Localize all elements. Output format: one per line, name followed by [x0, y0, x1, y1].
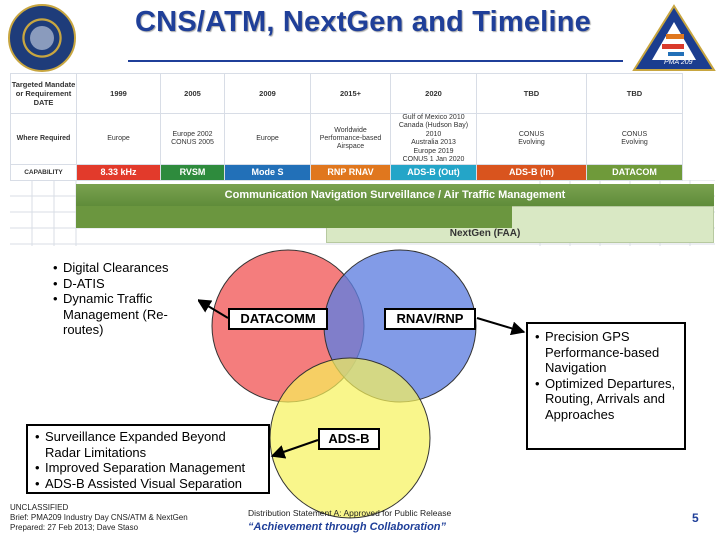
row-label-where: Where Required	[10, 112, 77, 166]
title-underline	[128, 60, 623, 62]
capability-cell: RVSM	[160, 164, 225, 182]
capability-cell: Mode S	[224, 164, 311, 182]
where-cell: CONUS Evolving	[476, 112, 587, 166]
capability-cell: RNP RNAV	[310, 164, 391, 182]
nextgen-label: NextGen (FAA)	[449, 228, 521, 239]
list-item: Dynamic Traffic Management (Re-routes)	[52, 291, 192, 338]
rnav-benefits-box: Precision GPS Performance-based Navigati…	[526, 322, 686, 450]
timeline-table: Targeted Mandate or Requirement DATE 199…	[10, 73, 683, 182]
capability-cell: ADS-B (In)	[476, 164, 587, 182]
adsb-label: ADS-B	[318, 428, 380, 450]
table-row: Where Required Europe Europe 2002 CONUS …	[10, 112, 683, 166]
pma209-triangle-logo	[632, 4, 716, 71]
footer-info: UNCLASSIFIED Brief: PMA209 Industry Day …	[10, 503, 188, 533]
date-cell: 1999	[76, 73, 161, 114]
venn-diagram	[211, 249, 477, 519]
prepared-label: Prepared: 27 Feb 2013; Dave Staso	[10, 523, 139, 532]
datacomm-benefits-box: Digital Clearances D-ATIS Dynamic Traffi…	[42, 254, 198, 344]
date-cell: 2009	[224, 73, 311, 114]
page-number: 5	[692, 511, 699, 525]
list-item: D-ATIS	[52, 276, 192, 292]
capability-cell: DATACOM	[586, 164, 683, 182]
slide-title: CNS/ATM, NextGen and Timeline	[135, 6, 591, 38]
navy-seal-logo	[8, 4, 76, 72]
classification-label: UNCLASSIFIED	[10, 503, 69, 512]
rnav-label: RNAV/RNP	[384, 308, 476, 330]
row-label-date: Targeted Mandate or Requirement DATE	[10, 73, 77, 114]
brief-label: Brief: PMA209 Industry Day CNS/ATM & Nex…	[10, 513, 188, 522]
row-label-capability: CAPABILITY	[10, 164, 77, 182]
where-cell: Gulf of Mexico 2010 Canada (Hudson Bay) …	[390, 112, 477, 166]
cnsatm-bar: Communication Navigation Surveillance / …	[76, 184, 714, 206]
date-cell: 2020	[390, 73, 477, 114]
list-item: Improved Separation Management	[34, 460, 264, 476]
capability-cell: 8.33 kHz	[76, 164, 161, 182]
where-cell: Europe 2002 CONUS 2005	[160, 112, 225, 166]
nextgen-bar-fill	[76, 206, 512, 228]
date-cell: TBD	[476, 73, 587, 114]
where-cell: CONUS Evolving	[586, 112, 683, 166]
where-cell: Europe	[224, 112, 311, 166]
list-item: Digital Clearances	[52, 260, 192, 276]
list-item: Precision GPS Performance-based Navigati…	[534, 329, 680, 376]
capability-cell: ADS-B (Out)	[390, 164, 477, 182]
list-item: Optimized Departures, Routing, Arrivals …	[534, 376, 680, 423]
seal-emblem-icon	[30, 26, 54, 50]
table-row: Targeted Mandate or Requirement DATE 199…	[10, 73, 683, 114]
motto: “Achievement through Collaboration”	[248, 521, 447, 533]
adsb-benefits-box: Surveillance Expanded Beyond Radar Limit…	[26, 424, 270, 494]
list-item: ADS-B Assisted Visual Separation	[34, 476, 264, 492]
distribution-statement: Distribution Statement A: Approved for P…	[248, 508, 452, 518]
where-cell: Europe	[76, 112, 161, 166]
date-cell: 2015+	[310, 73, 391, 114]
pma-logo-label: PMA 209	[664, 59, 693, 66]
date-cell: 2005	[160, 73, 225, 114]
list-item: Surveillance Expanded Beyond Radar Limit…	[34, 429, 264, 460]
table-row: CAPABILITY 8.33 kHz RVSM Mode S RNP RNAV…	[10, 164, 683, 182]
where-cell: Worldwide Performance-based Airspace	[310, 112, 391, 166]
date-cell: TBD	[586, 73, 683, 114]
datacomm-label: DATACOMM	[228, 308, 328, 330]
